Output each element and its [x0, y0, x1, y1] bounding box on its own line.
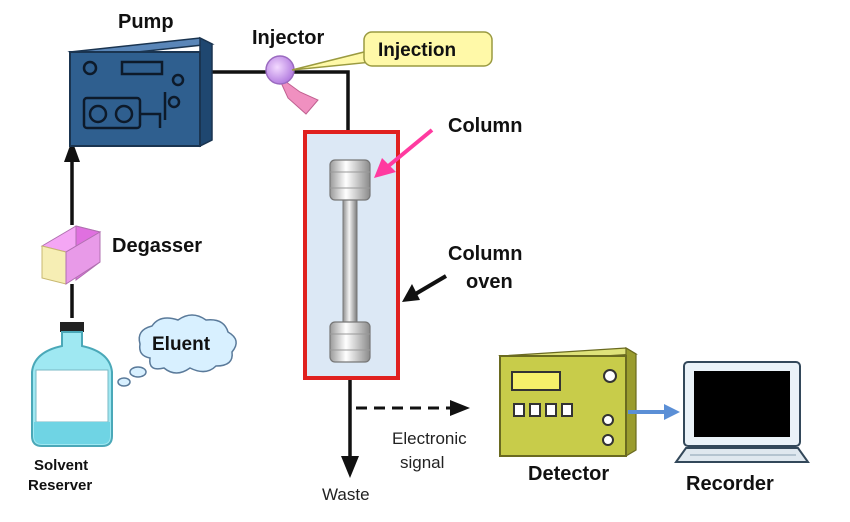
- column-pointer-arrow: [374, 128, 434, 178]
- degasser-label: Degasser: [112, 235, 202, 257]
- injector-label: Injector: [252, 27, 324, 49]
- recorder-computer: [674, 361, 810, 463]
- recorder-label: Recorder: [686, 473, 774, 495]
- pump: [67, 36, 215, 148]
- waste-arrow: [341, 456, 359, 478]
- detector-to-recorder-arrow: [628, 404, 680, 420]
- flow-arrow-up: [64, 140, 80, 162]
- solvent-bottle: [31, 322, 113, 447]
- electronic-signal-label-line2: signal: [400, 453, 444, 472]
- column-label: Column: [448, 115, 522, 137]
- electronic-signal-label-line1: Electronic: [392, 429, 467, 448]
- oven-pointer-arrow: [402, 274, 448, 302]
- injection-label: Injection: [378, 40, 456, 61]
- electronic-signal-arrow: [356, 400, 470, 416]
- detector-label: Detector: [528, 463, 609, 485]
- solvent-label-line2: Reserver: [28, 477, 92, 494]
- degasser: [40, 225, 102, 285]
- column-oven-label-line1: Column: [448, 243, 522, 265]
- injector: [265, 55, 319, 115]
- pump-label: Pump: [118, 11, 174, 33]
- column: [329, 159, 371, 363]
- waste-label: Waste: [322, 485, 370, 504]
- injection-callout: [291, 31, 493, 71]
- detector: [498, 346, 638, 458]
- eluent-label: Eluent: [152, 334, 211, 355]
- eluent-cloud: [117, 314, 237, 387]
- solvent-label-line1: Solvent: [34, 457, 88, 474]
- column-oven-label-line2: oven: [466, 271, 513, 293]
